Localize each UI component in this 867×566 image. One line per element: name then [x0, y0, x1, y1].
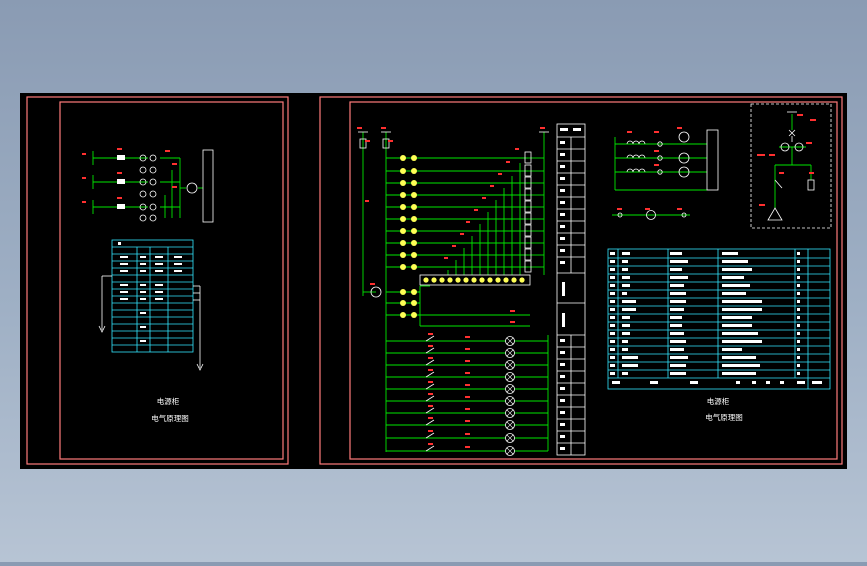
left-terminal-table	[111, 239, 194, 353]
right-sheet-inner-frame	[349, 101, 838, 460]
left-red-tags	[82, 148, 177, 203]
left-sheet: 电源柜 电气原理图	[26, 96, 289, 465]
right-supply-switches	[358, 131, 549, 298]
left-table-leads	[98, 275, 204, 371]
right-sheet-title: 电源柜	[707, 396, 730, 406]
right-terminals	[400, 155, 417, 318]
right-lamp-switches	[425, 335, 435, 452]
right-meter-circuit	[612, 137, 707, 216]
right-sheet-subtitle: 电气原理图	[705, 412, 743, 422]
right-sheet-outer-frame	[319, 96, 843, 465]
left-terminals	[139, 154, 198, 222]
right-sheet: 电源柜 电气原理图	[319, 96, 843, 465]
right-parts-table-marks	[610, 252, 822, 384]
left-sheet-title: 电源柜	[157, 396, 180, 406]
right-legend-marks	[560, 128, 581, 450]
right-meter-coils	[617, 129, 719, 220]
right-fuses	[524, 151, 532, 273]
left-sheet-outer-frame	[26, 96, 289, 465]
right-meter-tags	[617, 127, 682, 210]
left-meter-box	[202, 149, 214, 223]
right-parts-table	[607, 248, 831, 390]
right-detail-box	[750, 103, 832, 229]
left-sheet-subtitle: 电气原理图	[151, 413, 189, 423]
left-fuses	[117, 155, 125, 209]
right-main-wiring	[362, 132, 549, 452]
left-sheet-inner-frame	[59, 101, 284, 460]
left-table-marks	[118, 242, 182, 342]
right-terminal-strip	[419, 274, 531, 286]
right-red-tags	[357, 127, 545, 448]
right-lamp-cross	[506, 337, 514, 455]
right-legend-column	[556, 123, 586, 456]
